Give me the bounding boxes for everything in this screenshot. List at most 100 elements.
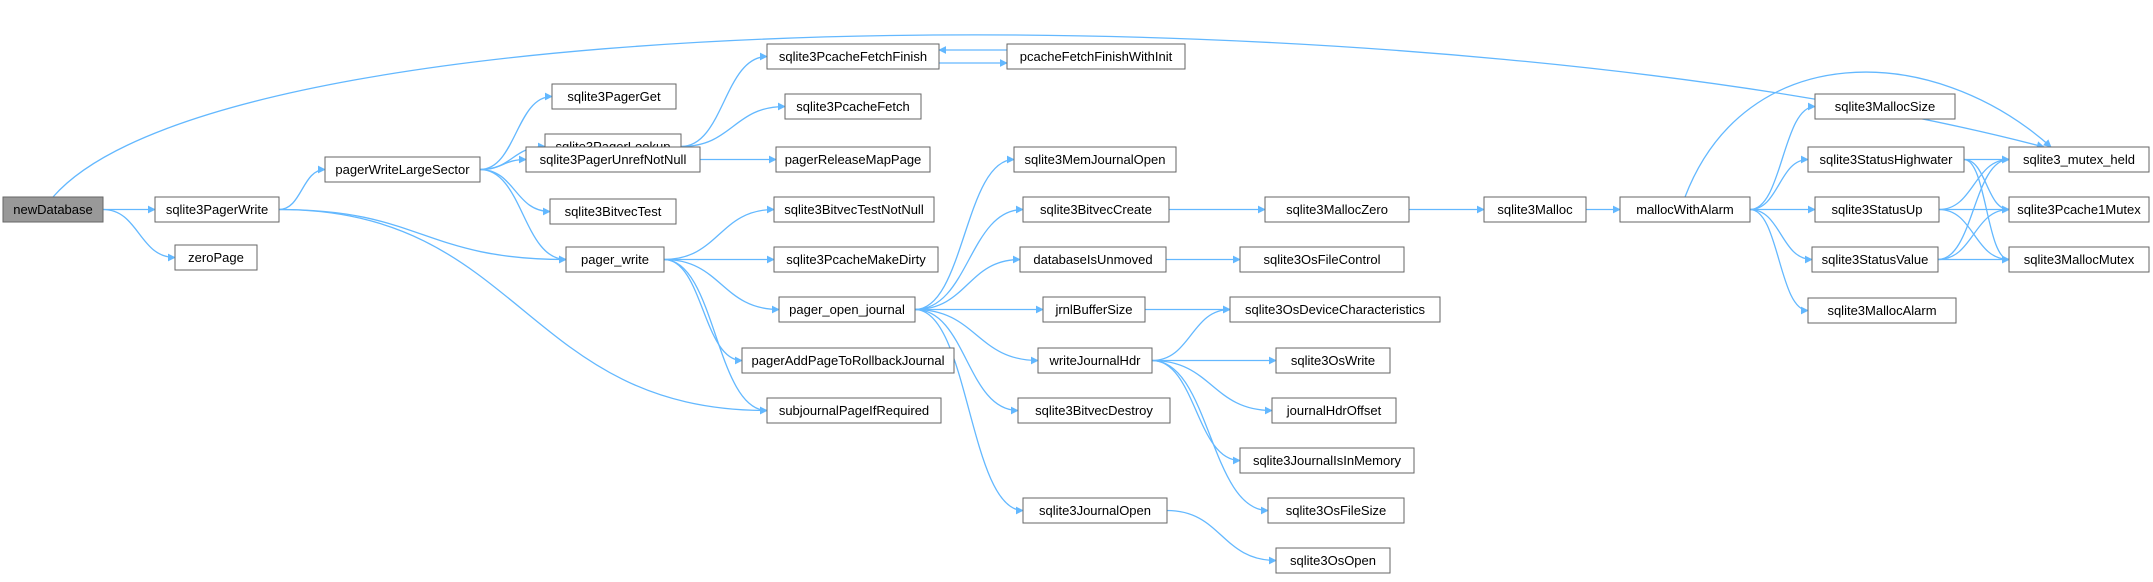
node-pager-write[interactable]: pager_write — [565, 246, 665, 273]
node-journal-hdr-offset[interactable]: journalHdrOffset — [1271, 397, 1397, 424]
node-sqlite3-malloc[interactable]: sqlite3Malloc — [1483, 196, 1587, 223]
node-label: sqlite3JournalIsInMemory — [1253, 453, 1402, 468]
node-database-is-unmoved[interactable]: databaseIsUnmoved — [1019, 246, 1167, 273]
node-label: sqlite3BitvecCreate — [1040, 202, 1152, 217]
node-label: pager_write — [581, 252, 649, 267]
node-label: zeroPage — [188, 250, 244, 265]
node-sqlite3-pager-unref-not-null[interactable]: sqlite3PagerUnrefNotNull — [525, 146, 701, 173]
node-sqlite3-pcache-fetch[interactable]: sqlite3PcacheFetch — [784, 93, 922, 120]
node-sqlite3-journal-open[interactable]: sqlite3JournalOpen — [1022, 497, 1168, 524]
node-sqlite3-journal-is-in-memory[interactable]: sqlite3JournalIsInMemory — [1239, 447, 1415, 474]
node-label: sqlite3MallocZero — [1286, 202, 1388, 217]
node-box — [1239, 246, 1405, 273]
node-sqlite3-mutex-held[interactable]: sqlite3_mutex_held — [2008, 146, 2150, 173]
node-box — [1807, 146, 1965, 173]
node-box — [773, 196, 935, 223]
node-label: databaseIsUnmoved — [1033, 252, 1152, 267]
node-sqlite3-malloc-mutex[interactable]: sqlite3MallocMutex — [2008, 246, 2150, 273]
node-box — [1807, 297, 1957, 324]
node-label: jrnlBufferSize — [1054, 302, 1132, 317]
node-sqlite3-pcache1-mutex[interactable]: sqlite3Pcache1Mutex — [2008, 196, 2150, 223]
node-sqlite3-pager-get[interactable]: sqlite3PagerGet — [551, 83, 677, 110]
node-sqlite3-status-highwater[interactable]: sqlite3StatusHighwater — [1807, 146, 1965, 173]
edge-malloc-with-alarm-to-sqlite3-status-highwater — [1749, 155, 1809, 211]
node-zero-page[interactable]: zeroPage — [174, 244, 258, 271]
node-label: sqlite3OsOpen — [1290, 553, 1376, 568]
node-box — [1275, 347, 1391, 374]
node-sqlite3-status-value[interactable]: sqlite3StatusValue — [1811, 246, 1939, 273]
node-sqlite3-os-file-control[interactable]: sqlite3OsFileControl — [1239, 246, 1405, 273]
edge-pager-write-to-pager-open-journal — [663, 258, 780, 314]
node-label: sqlite3MallocSize — [1835, 99, 1935, 114]
node-sqlite3-os-open[interactable]: sqlite3OsOpen — [1275, 547, 1391, 574]
node-box — [778, 296, 916, 323]
node-pager-release-map-page[interactable]: pagerReleaseMapPage — [775, 146, 931, 173]
node-sqlite3-malloc-zero[interactable]: sqlite3MallocZero — [1264, 196, 1410, 223]
node-box — [1239, 447, 1415, 474]
node-new-database[interactable]: newDatabase — [2, 196, 104, 223]
node-pcache-fetch-finish-with-init[interactable]: pcacheFetchFinishWithInit — [1006, 43, 1186, 70]
node-label: sqlite3_mutex_held — [2023, 152, 2135, 167]
edge-sqlite3-pager-lookup-to-sqlite3-pcache-fetch-finish — [680, 52, 768, 148]
node-sqlite3-malloc-alarm[interactable]: sqlite3MallocAlarm — [1807, 297, 1957, 324]
node-sqlite3-bitvec-test[interactable]: sqlite3BitvecTest — [549, 198, 677, 225]
node-sqlite3-mem-journal-open[interactable]: sqlite3MemJournalOpen — [1013, 146, 1177, 173]
node-box — [1619, 196, 1751, 223]
node-sqlite3-malloc-size[interactable]: sqlite3MallocSize — [1814, 93, 1956, 120]
edges-layer — [52, 34, 2052, 565]
node-sqlite3-os-write[interactable]: sqlite3OsWrite — [1275, 347, 1391, 374]
node-label: pcacheFetchFinishWithInit — [1020, 49, 1173, 64]
edge-pager-write-large-sector-to-sqlite3-bitvec-test — [479, 168, 551, 216]
node-label: sqlite3PagerWrite — [166, 202, 268, 217]
node-jrnl-buffer-size[interactable]: jrnlBufferSize — [1042, 296, 1146, 323]
node-box — [1267, 497, 1405, 524]
node-box — [174, 244, 258, 271]
node-label: sqlite3PcacheFetchFinish — [779, 49, 927, 64]
node-sqlite3-bitvec-create[interactable]: sqlite3BitvecCreate — [1022, 196, 1170, 223]
node-malloc-with-alarm[interactable]: mallocWithAlarm — [1619, 196, 1751, 223]
node-sqlite3-pcache-make-dirty[interactable]: sqlite3PcacheMakeDirty — [773, 246, 939, 273]
node-subjournal-page-if-required[interactable]: subjournalPageIfRequired — [766, 397, 942, 424]
node-box — [2008, 196, 2150, 223]
edge-pager-open-journal-to-sqlite3-mem-journal-open — [914, 155, 1015, 311]
node-label: sqlite3BitvecTest — [565, 204, 662, 219]
node-label: sqlite3PcacheFetch — [796, 99, 909, 114]
node-sqlite3-status-up[interactable]: sqlite3StatusUp — [1814, 196, 1940, 223]
edge-pager-write-to-subjournal-page-if-required — [663, 258, 768, 415]
edge-pager-open-journal-to-sqlite3-journal-open — [914, 308, 1024, 515]
edge-new-database-to-zero-page — [102, 208, 176, 262]
edge-pager-open-journal-to-database-is-unmoved — [914, 255, 1021, 311]
node-pager-write-large-sector[interactable]: pagerWriteLargeSector — [324, 156, 481, 183]
node-box — [1229, 296, 1441, 323]
node-pager-open-journal[interactable]: pager_open_journal — [778, 296, 916, 323]
node-label: sqlite3JournalOpen — [1039, 503, 1151, 518]
node-write-journal-hdr[interactable]: writeJournalHdr — [1037, 347, 1153, 374]
edge-sqlite3-pager-write-to-subjournal-page-if-required — [278, 208, 768, 415]
edge-pager-open-journal-to-write-journal-hdr — [914, 308, 1039, 365]
node-box — [1814, 93, 1956, 120]
node-box — [549, 198, 677, 225]
node-pager-add-page-to-rollback-journal[interactable]: pagerAddPageToRollbackJournal — [741, 347, 955, 374]
node-sqlite3-pager-write[interactable]: sqlite3PagerWrite — [154, 196, 280, 223]
edge-pager-open-journal-to-sqlite3-bitvec-create — [914, 205, 1024, 311]
node-label: sqlite3BitvecTestNotNull — [784, 202, 924, 217]
edge-write-journal-hdr-to-sqlite3-os-file-size — [1151, 359, 1269, 515]
node-box — [1013, 146, 1177, 173]
node-label: journalHdrOffset — [1286, 403, 1382, 418]
node-box — [1022, 196, 1170, 223]
node-label: mallocWithAlarm — [1636, 202, 1734, 217]
node-box — [1019, 246, 1167, 273]
node-label: sqlite3MallocAlarm — [1827, 303, 1936, 318]
node-label: sqlite3StatusValue — [1822, 252, 1929, 267]
node-sqlite3-pcache-fetch-finish[interactable]: sqlite3PcacheFetchFinish — [766, 43, 940, 70]
node-sqlite3-bitvec-destroy[interactable]: sqlite3BitvecDestroy — [1017, 397, 1171, 424]
node-box — [2008, 146, 2150, 173]
node-sqlite3-os-file-size[interactable]: sqlite3OsFileSize — [1267, 497, 1405, 524]
node-sqlite3-os-device-characteristics[interactable]: sqlite3OsDeviceCharacteristics — [1229, 296, 1441, 323]
edge-sqlite3-pager-write-to-pager-write — [278, 208, 567, 264]
node-sqlite3-bitvec-test-not-null[interactable]: sqlite3BitvecTestNotNull — [773, 196, 935, 223]
node-box — [1271, 397, 1397, 424]
node-label: sqlite3MemJournalOpen — [1025, 152, 1166, 167]
node-label: pagerReleaseMapPage — [785, 152, 922, 167]
